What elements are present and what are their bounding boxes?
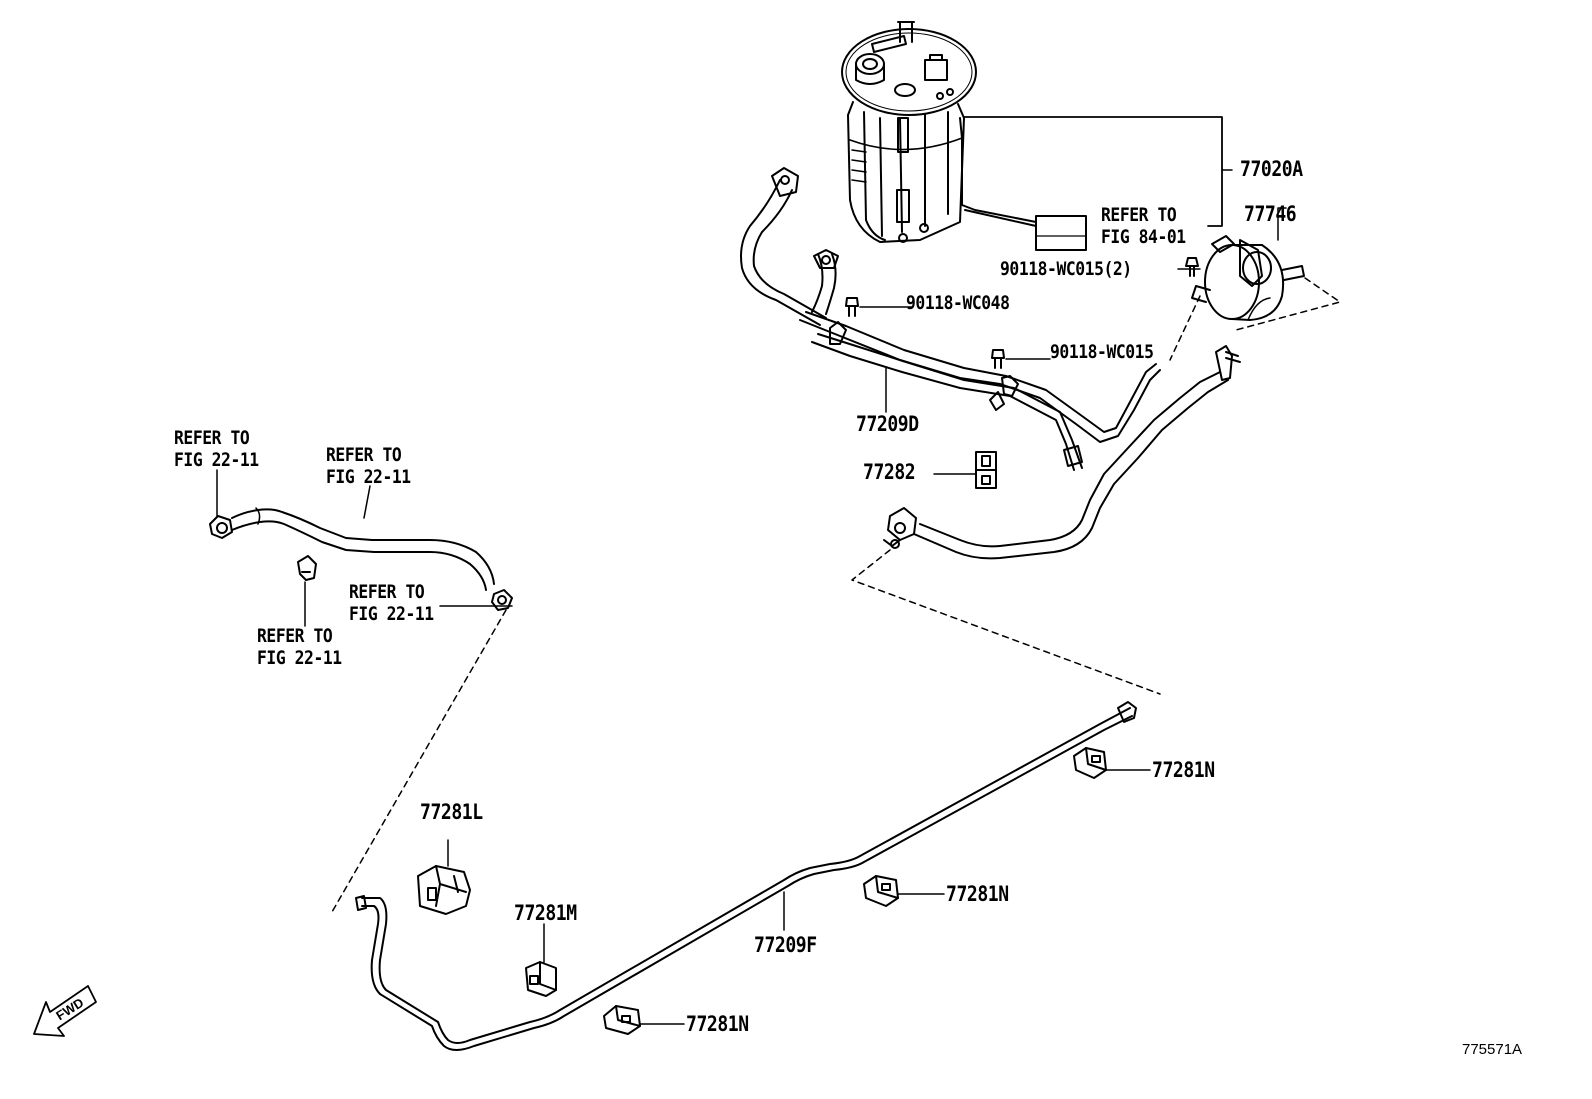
leader-refer-b bbox=[363, 485, 371, 519]
clip-77281N-lower bbox=[603, 1005, 641, 1035]
refer-fig-84-01-line2: FIG 84-01 bbox=[1101, 226, 1186, 248]
filler-hose-left bbox=[209, 507, 513, 611]
clip-77281M bbox=[525, 961, 557, 997]
leader-77746 bbox=[1277, 207, 1287, 241]
diagram-id: 775571A bbox=[1462, 1041, 1523, 1058]
part-label-77281L: 77281L bbox=[420, 800, 483, 824]
part-label-90118-wc015-2: 90118-WC015(2) bbox=[1000, 258, 1132, 280]
fuel-hose-77209D bbox=[740, 167, 1241, 560]
part-label-77281N-lower: 77281N bbox=[686, 1012, 749, 1036]
part-label-77020A: 77020A bbox=[1240, 157, 1303, 181]
refer-fig-22-11-a-line2: FIG 22-11 bbox=[174, 449, 259, 471]
part-label-77281N-upper: 77281N bbox=[1152, 758, 1215, 782]
fuel-pipe-77209F bbox=[355, 701, 1137, 1051]
fuel-filter-canister bbox=[1191, 235, 1305, 321]
refer-fig-22-11-b-line1: REFER TO bbox=[326, 444, 402, 466]
part-label-90118-wc015: 90118-WC015 bbox=[1050, 341, 1154, 363]
refer-fig-22-11-a: REFER TO FIG 22-11 bbox=[174, 427, 259, 471]
refer-fig-22-11-b-line2: FIG 22-11 bbox=[326, 466, 411, 488]
refer-fig-22-11-c: REFER TO FIG 22-11 bbox=[349, 581, 434, 625]
fwd-arrow-icon: FWD bbox=[33, 985, 97, 1037]
refer-fig-22-11-a-line1: REFER TO bbox=[174, 427, 250, 449]
part-label-90118-wc048: 90118-WC048 bbox=[906, 292, 1010, 314]
refer-fig-22-11-c-line2: FIG 22-11 bbox=[349, 603, 434, 625]
clip-77281N-middle bbox=[863, 875, 899, 907]
fuel-pump-assembly bbox=[841, 21, 1087, 251]
dashed-reference-lines bbox=[331, 277, 1341, 913]
refer-fig-22-11-b: REFER TO FIG 22-11 bbox=[326, 444, 411, 488]
leader-77020A bbox=[963, 116, 1223, 227]
refer-fig-84-01: REFER TO FIG 84-01 bbox=[1101, 204, 1186, 248]
refer-fig-22-11-d-line2: FIG 22-11 bbox=[257, 647, 342, 669]
part-label-77746: 77746 bbox=[1244, 202, 1297, 226]
part-label-77281N-middle: 77281N bbox=[946, 882, 1009, 906]
clip-77281N-upper bbox=[1073, 747, 1107, 779]
refer-fig-22-11-c-line1: REFER TO bbox=[349, 581, 425, 603]
refer-fig-22-11-d-line1: REFER TO bbox=[257, 625, 333, 647]
refer-fig-22-11-d: REFER TO FIG 22-11 bbox=[257, 625, 342, 669]
part-label-77209D: 77209D bbox=[856, 412, 919, 436]
clip-77282 bbox=[975, 451, 997, 489]
part-label-77281M: 77281M bbox=[514, 901, 577, 925]
clip-77281L bbox=[417, 865, 471, 915]
part-label-77209F: 77209F bbox=[754, 933, 817, 957]
part-label-77282: 77282 bbox=[863, 460, 916, 484]
refer-fig-84-01-line1: REFER TO bbox=[1101, 204, 1177, 226]
bolts bbox=[845, 257, 1199, 369]
